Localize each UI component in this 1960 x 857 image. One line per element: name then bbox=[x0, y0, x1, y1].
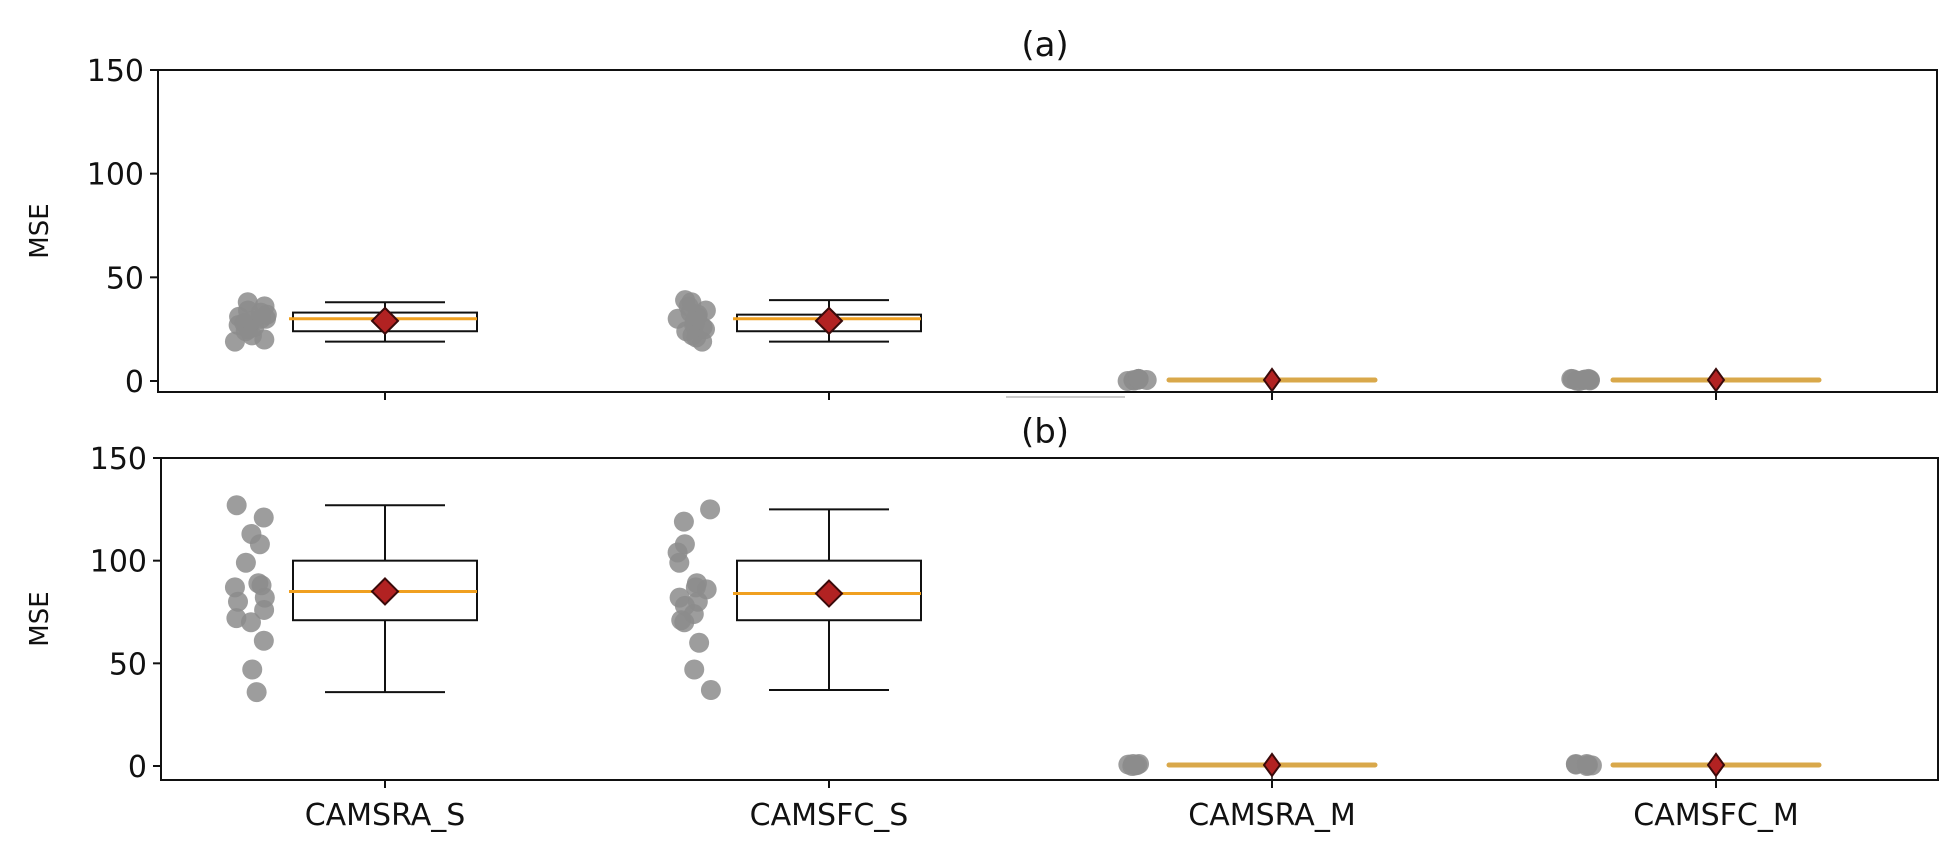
xtick-label: CAMSRA_M bbox=[1188, 798, 1355, 833]
data-point bbox=[1123, 753, 1144, 774]
data-point bbox=[1128, 368, 1149, 389]
ytick-label: 150 bbox=[87, 54, 144, 89]
panel-b-content bbox=[224, 495, 1822, 780]
data-point bbox=[235, 552, 256, 573]
panel-a: (a) MSE 0 50 100 150 bbox=[25, 25, 1938, 400]
data-point bbox=[246, 682, 267, 703]
panel-a-title: (a) bbox=[1021, 25, 1068, 65]
data-point bbox=[254, 599, 275, 620]
panel-a-xticks bbox=[384, 392, 1717, 400]
panel-a-ylabel: MSE bbox=[25, 203, 55, 258]
panel-b-title: (b) bbox=[1021, 412, 1069, 452]
data-point bbox=[254, 296, 275, 317]
data-point bbox=[249, 534, 270, 555]
panel-b-ylabel: MSE bbox=[25, 591, 55, 646]
data-point bbox=[669, 552, 690, 573]
mean-marker bbox=[1262, 752, 1282, 778]
data-point bbox=[228, 591, 249, 612]
mean-marker bbox=[1706, 752, 1726, 778]
box-iqr bbox=[736, 559, 922, 622]
data-point bbox=[684, 659, 705, 680]
panel-a-content bbox=[224, 290, 1822, 393]
panel-a-yticks: 0 50 100 150 bbox=[87, 54, 158, 400]
mean-marker bbox=[814, 306, 844, 336]
data-point bbox=[237, 292, 258, 313]
data-point bbox=[240, 612, 261, 633]
mean-marker bbox=[370, 306, 400, 336]
box-group-camsfc-m bbox=[1561, 367, 1822, 393]
box-group-camsfc-m bbox=[1565, 752, 1822, 780]
data-point bbox=[689, 632, 710, 653]
xtick-label: CAMSFC_S bbox=[750, 798, 909, 833]
box-group-camsra-m bbox=[1118, 752, 1378, 780]
box-group-camsra-s bbox=[224, 495, 478, 703]
ytick-label: 50 bbox=[109, 647, 147, 682]
data-point bbox=[253, 630, 274, 651]
ytick-label: 0 bbox=[125, 365, 144, 400]
data-point bbox=[1561, 368, 1582, 389]
data-point bbox=[700, 499, 721, 520]
ytick-label: 100 bbox=[87, 158, 144, 193]
data-point bbox=[673, 511, 694, 532]
data-point bbox=[1578, 368, 1599, 389]
mean-marker bbox=[1706, 367, 1726, 393]
mean-marker bbox=[1262, 367, 1282, 393]
data-point bbox=[1576, 753, 1597, 774]
mean-marker bbox=[370, 577, 400, 606]
ytick-label: 150 bbox=[90, 442, 147, 477]
box-group-camsfc-s bbox=[667, 499, 922, 701]
data-point bbox=[242, 659, 263, 680]
box-group-camsra-m bbox=[1117, 367, 1378, 393]
ytick-label: 50 bbox=[106, 261, 144, 296]
mean-marker bbox=[814, 579, 844, 608]
panel-a-frame bbox=[157, 69, 1938, 393]
data-point bbox=[695, 300, 716, 321]
ytick-label: 0 bbox=[128, 750, 147, 785]
xtick-label: CAMSRA_S bbox=[305, 798, 466, 833]
data-point bbox=[226, 495, 247, 516]
data-point bbox=[253, 507, 274, 528]
data-point bbox=[674, 612, 695, 633]
xtick-label: CAMSFC_M bbox=[1633, 798, 1798, 833]
data-point bbox=[675, 290, 696, 311]
panel-b-frame bbox=[160, 457, 1939, 781]
box-group-camsra-s bbox=[224, 292, 478, 352]
panel-b-xticks: CAMSRA_S CAMSFC_S CAMSRA_M CAMSFC_M bbox=[305, 780, 1799, 833]
box-group-camsfc-s bbox=[667, 290, 922, 352]
ytick-label: 100 bbox=[90, 545, 147, 580]
data-point bbox=[700, 680, 721, 701]
panel-b-yticks: 0 50 100 150 bbox=[90, 442, 161, 785]
